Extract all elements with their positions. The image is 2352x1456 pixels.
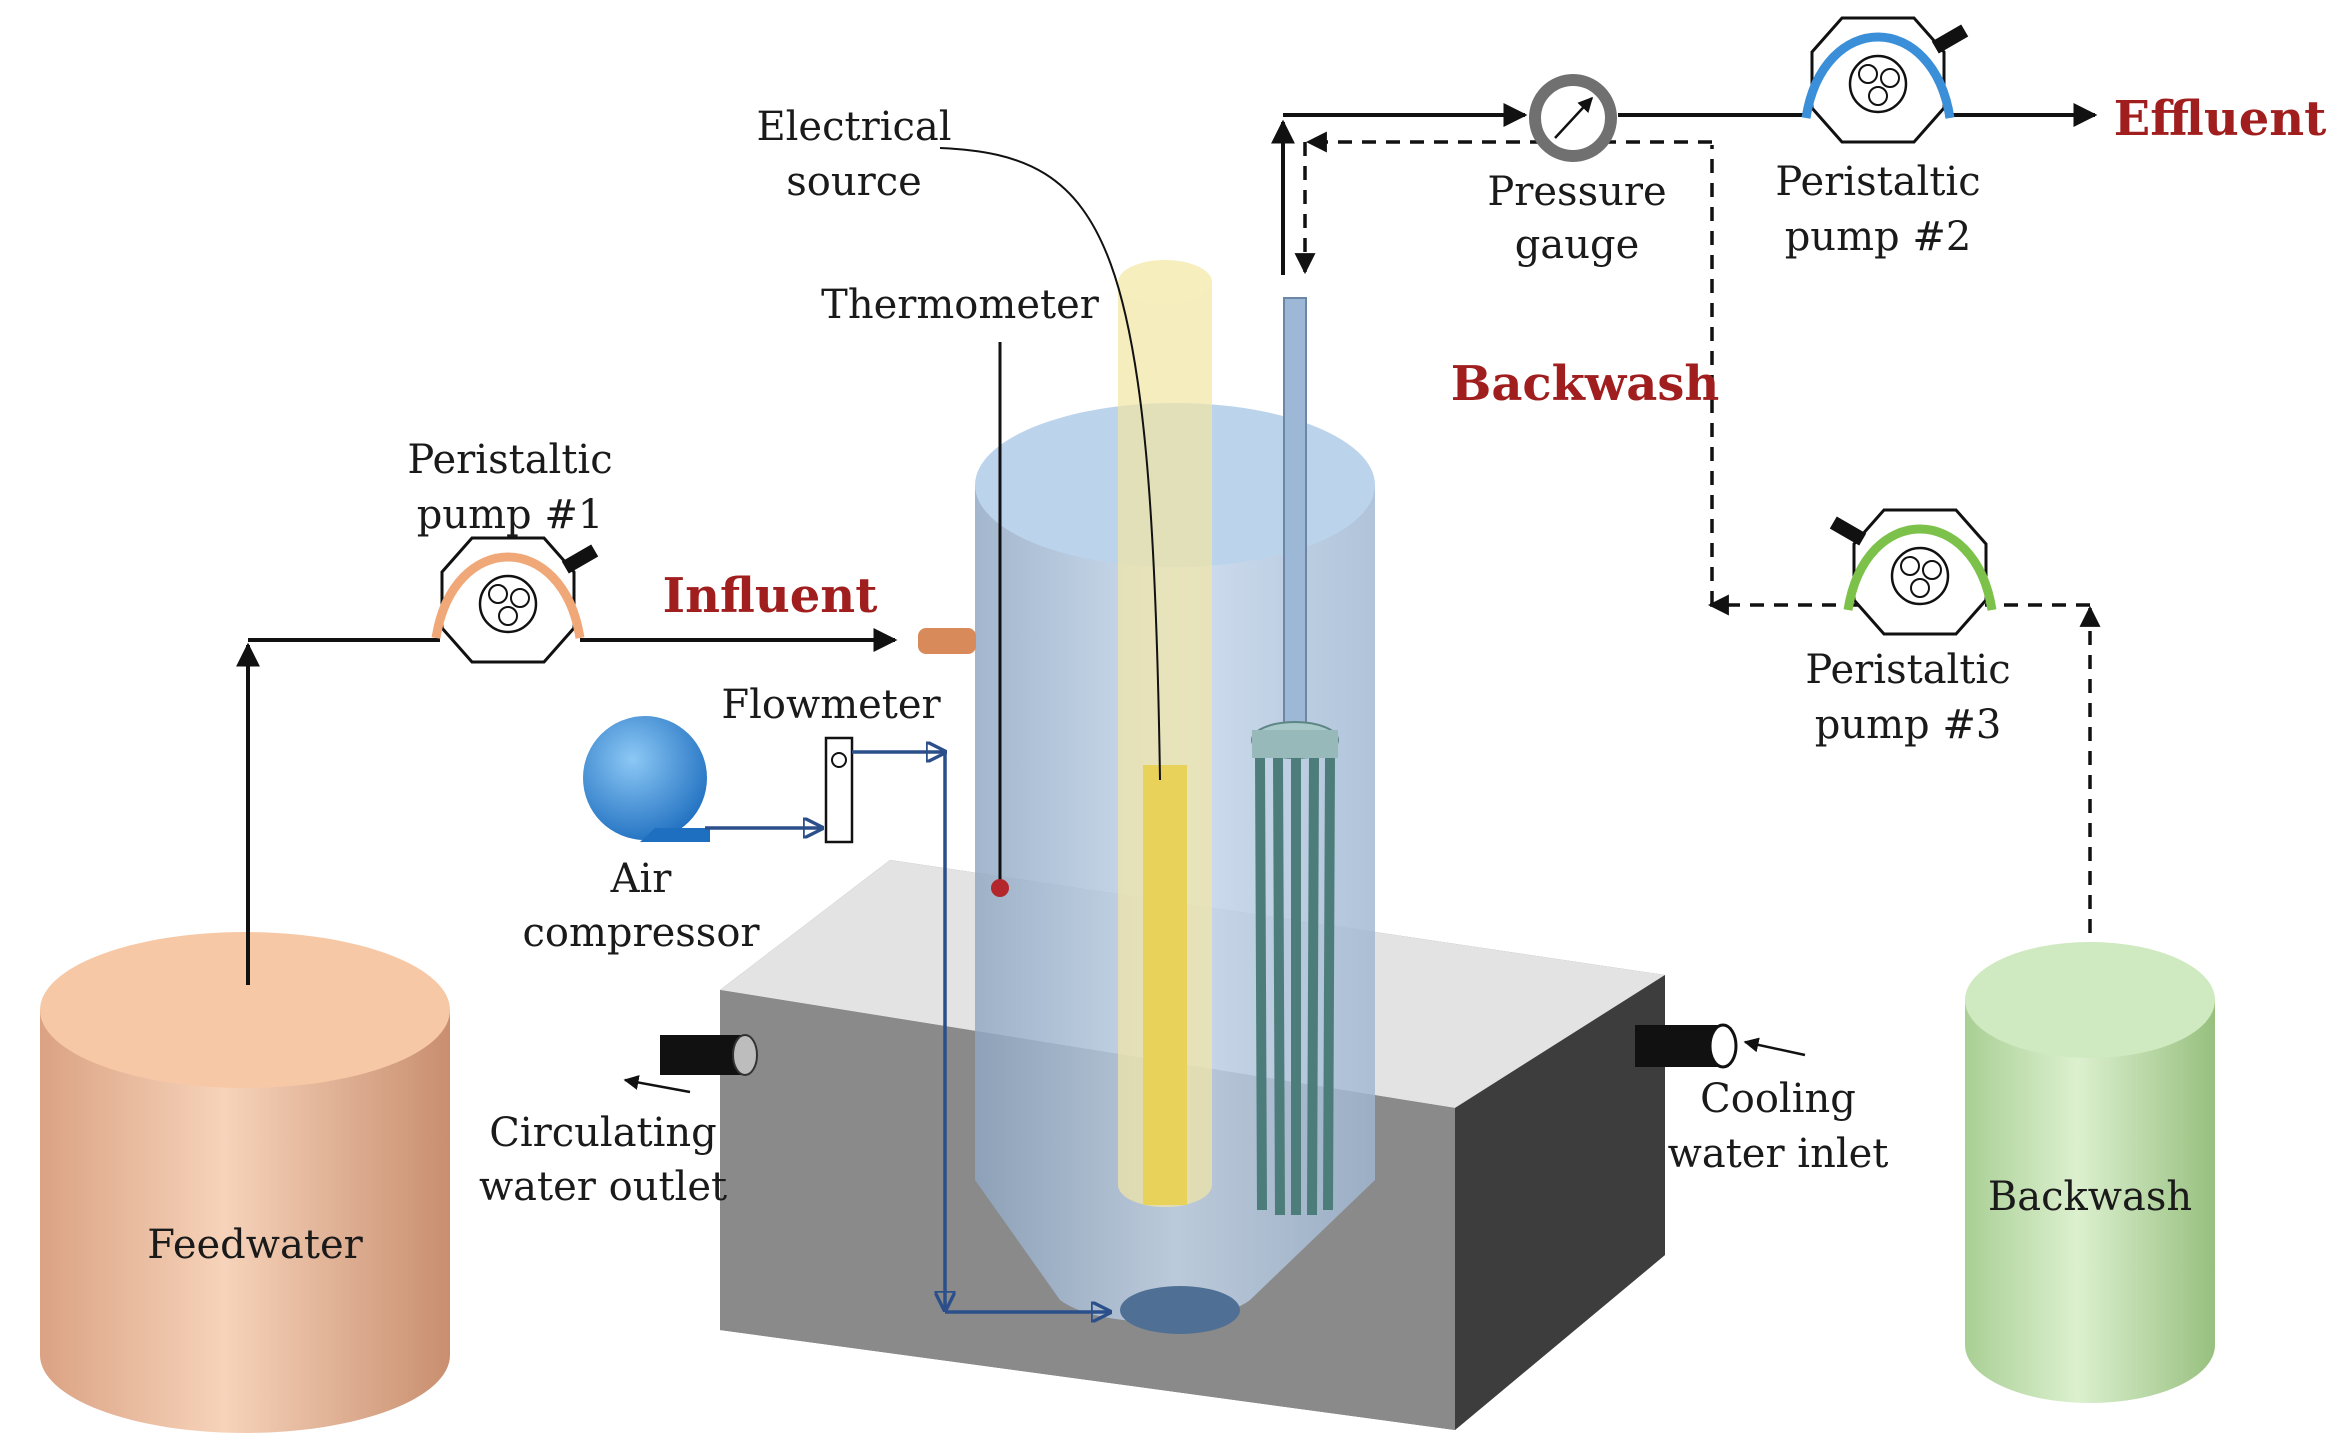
pump2-label-line1: Peristaltic xyxy=(1775,159,1980,205)
electrical-source-line2: source xyxy=(786,159,922,205)
air-compressor-icon xyxy=(583,716,710,842)
flowmeter-icon xyxy=(824,736,854,844)
influent-label: Influent xyxy=(663,568,878,624)
pump1-label-line1: Peristaltic xyxy=(407,437,612,483)
pressure-gauge-line1: Pressure xyxy=(1487,169,1666,215)
pump3-label-line2: pump #3 xyxy=(1815,702,2002,748)
effluent-label: Effluent xyxy=(2114,91,2327,147)
backwash-flow-label: Backwash xyxy=(1451,356,1720,412)
circulating-water-outlet-pipe xyxy=(623,1034,758,1094)
pump2-label-line2: pump #2 xyxy=(1785,214,1972,260)
cooling-inlet-line1: Cooling xyxy=(1700,1076,1856,1122)
backwash-tank-label: Backwash xyxy=(1988,1174,2192,1220)
electrode-tube xyxy=(1118,260,1212,1207)
pressure-gauge-icon xyxy=(1529,74,1617,162)
pump3-label-line1: Peristaltic xyxy=(1805,647,2010,693)
backwash-line xyxy=(1294,131,2101,1005)
air-compressor-line2: compressor xyxy=(522,910,760,956)
feedwater-tank xyxy=(40,932,450,1433)
membrane-module xyxy=(1251,297,1339,1216)
cooling-inlet-line2: water inlet xyxy=(1668,1131,1889,1177)
electrical-source-line1: Electrical xyxy=(756,104,951,150)
pressure-gauge-line2: gauge xyxy=(1515,222,1640,268)
backwash-tank xyxy=(1965,942,2215,1403)
electrical-source-wire xyxy=(939,147,1161,781)
air-line xyxy=(705,752,1110,1312)
pump1-label-line2: pump #1 xyxy=(417,492,604,538)
flowmeter-label: Flowmeter xyxy=(721,682,941,728)
peristaltic-pump-1-icon xyxy=(431,536,599,664)
peristaltic-pump-2-icon xyxy=(1801,16,1969,144)
feedwater-label: Feedwater xyxy=(147,1222,363,1268)
circulating-outlet-line2: water outlet xyxy=(479,1164,727,1210)
influent-port xyxy=(918,628,976,654)
circulating-outlet-line1: Circulating xyxy=(489,1110,717,1156)
peristaltic-pump-3-icon xyxy=(1829,508,1997,636)
thermometer-label: Thermometer xyxy=(821,282,1100,328)
cooling-water-inlet-pipe xyxy=(1635,1023,1806,1069)
air-compressor-line1: Air xyxy=(610,856,673,902)
thermometer-probe xyxy=(991,342,1009,897)
influent-line xyxy=(236,628,898,985)
effluent-line xyxy=(1271,103,2098,275)
